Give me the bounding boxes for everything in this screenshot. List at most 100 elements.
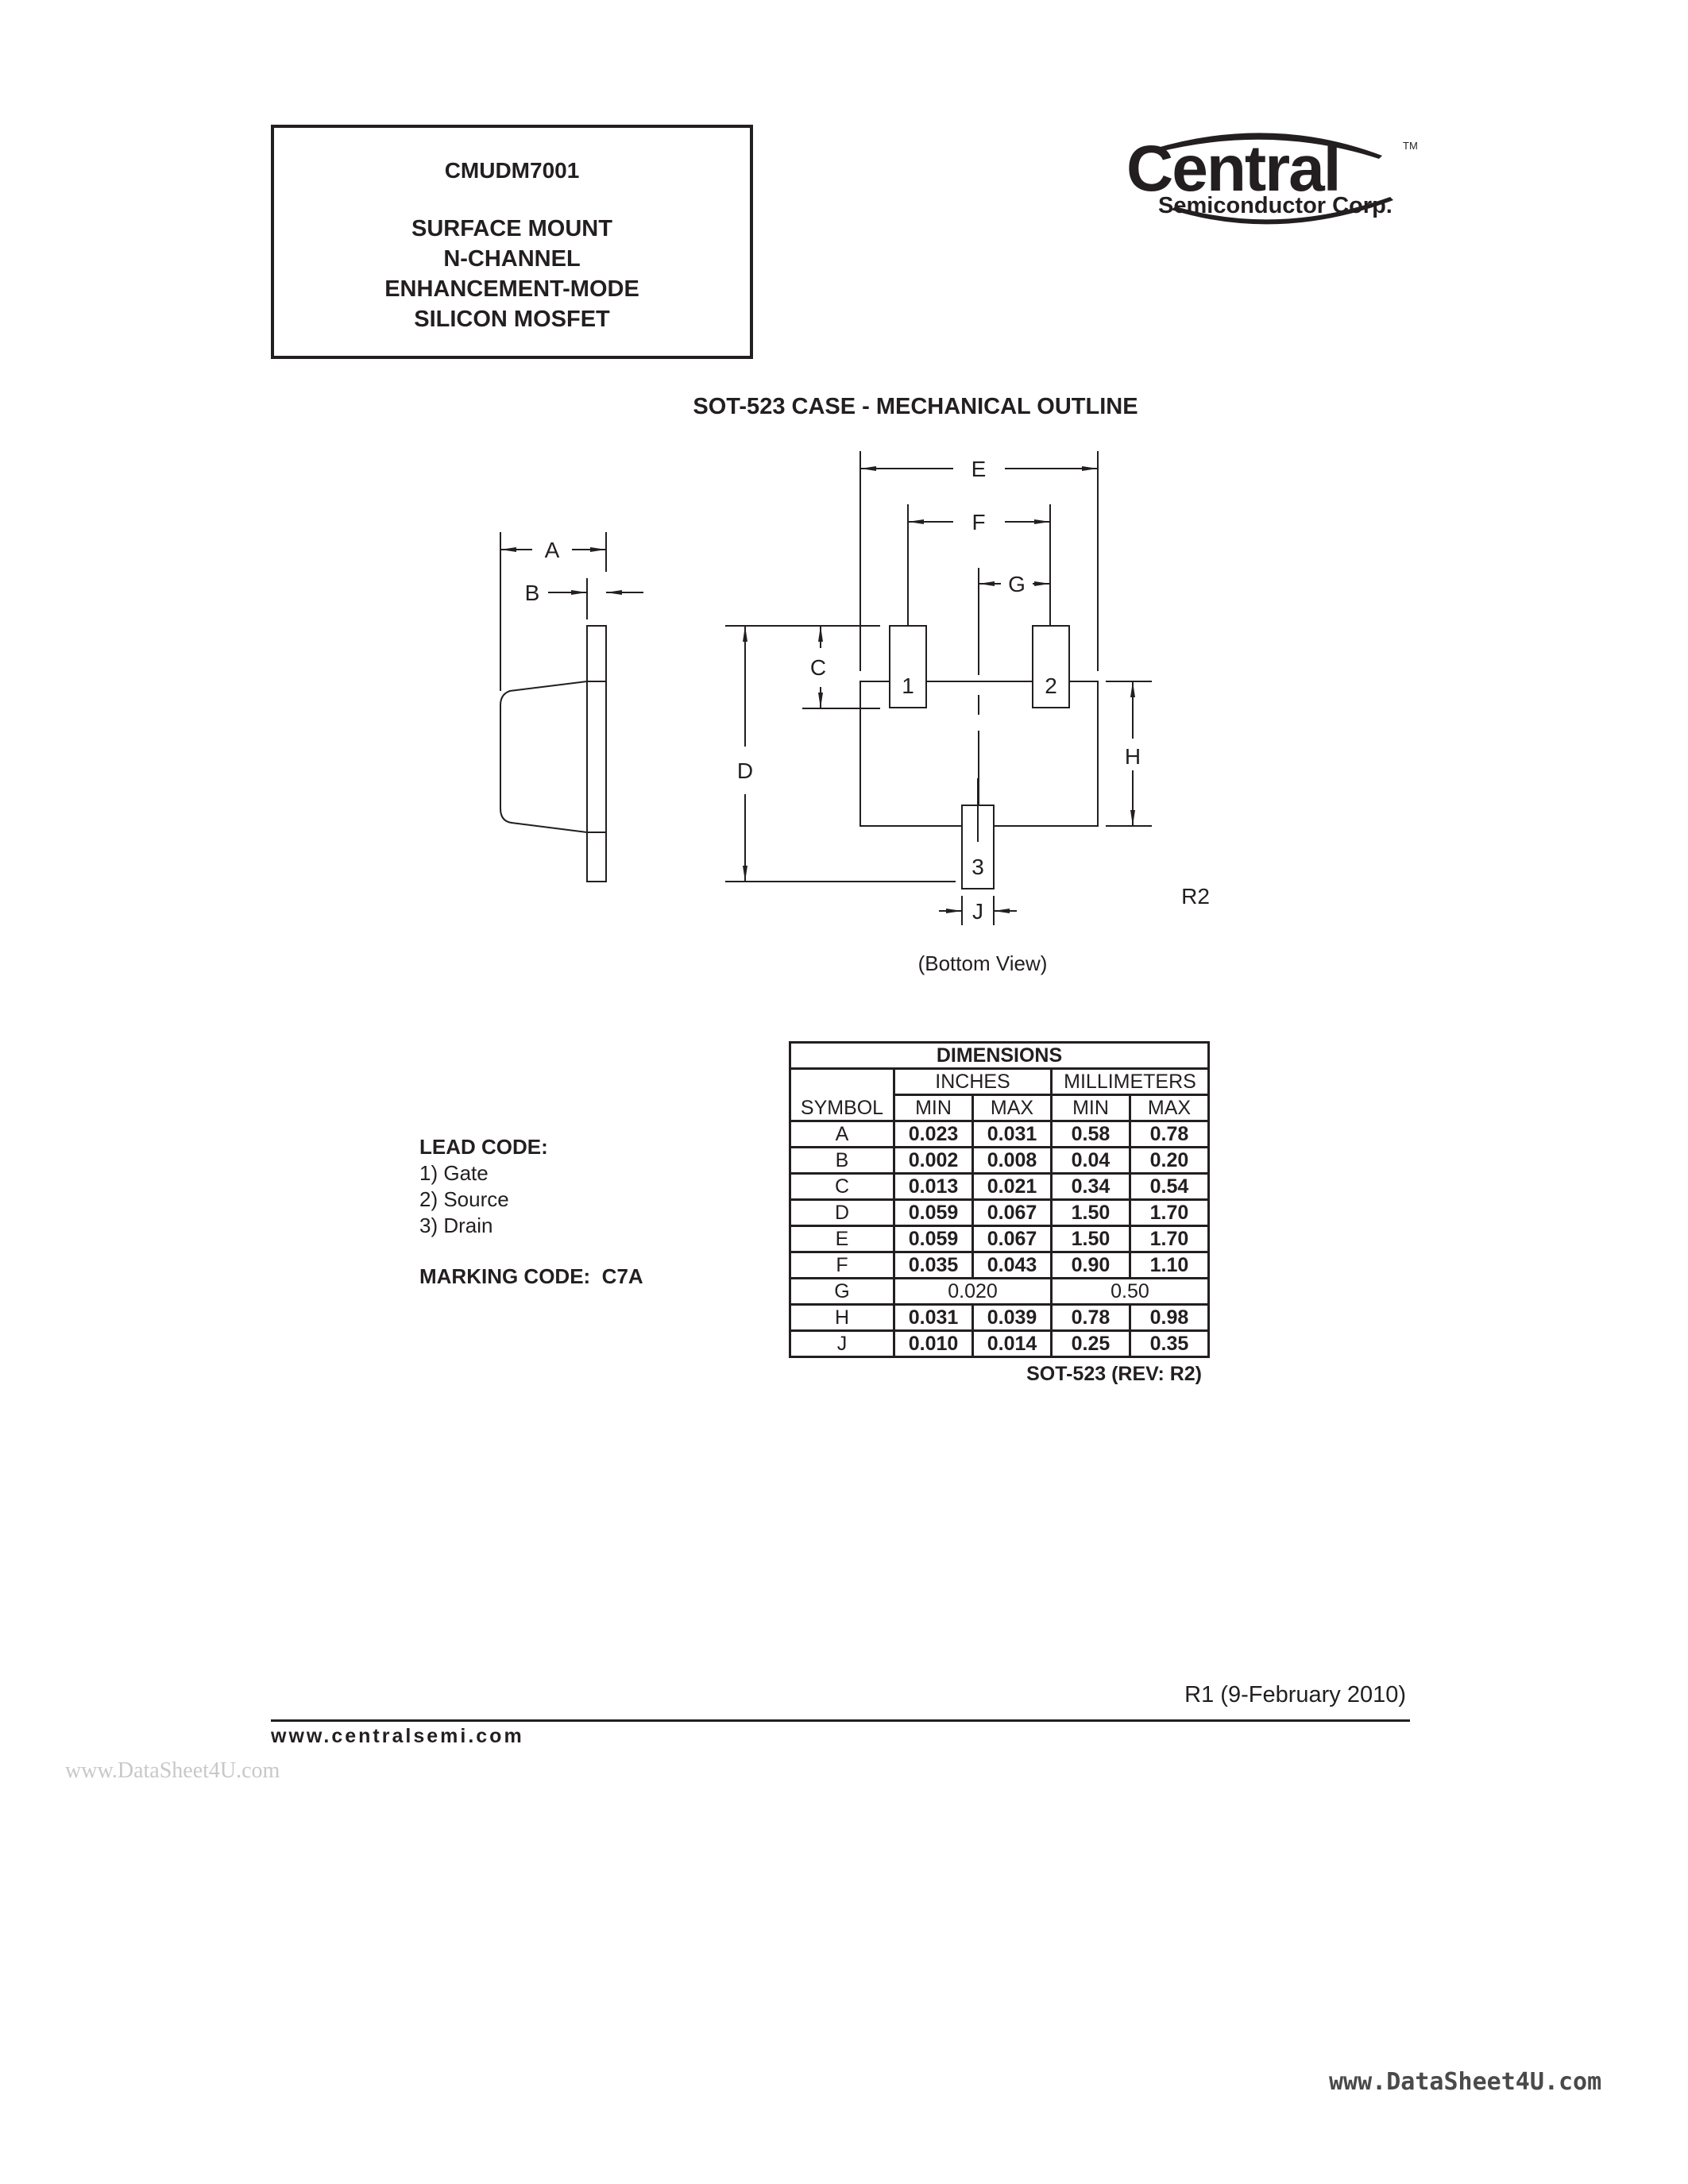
dim-label-c: C xyxy=(810,655,826,680)
footer-website-link[interactable]: www.centralsemi.com xyxy=(271,1725,524,1747)
dim-label-j: J xyxy=(972,899,983,924)
cell-symbol: H xyxy=(789,1303,895,1332)
cell-mm-max: 1.70 xyxy=(1129,1225,1210,1253)
description-line: N-CHANNEL xyxy=(443,246,581,272)
cell-in-min: 0.059 xyxy=(893,1198,974,1227)
cell-in-max: 0.021 xyxy=(971,1172,1053,1201)
view-caption: (Bottom View) xyxy=(918,951,1048,975)
section-heading: SOT-523 CASE - MECHANICAL OUTLINE xyxy=(693,394,1138,419)
marking-code-value: C7A xyxy=(601,1264,643,1288)
cell-in-min: 0.002 xyxy=(893,1146,974,1175)
table-row: D 0.059 0.067 1.50 1.70 xyxy=(789,1198,1210,1227)
table-row: J 0.010 0.014 0.25 0.35 xyxy=(789,1329,1210,1358)
description-line: SURFACE MOUNT xyxy=(411,216,612,241)
cell-mm-min: 0.90 xyxy=(1050,1251,1131,1279)
header-mm-min: MIN xyxy=(1050,1094,1131,1122)
watermark-right: www.DataSheet4U.com xyxy=(1329,2068,1602,2096)
cell-mm-max: 0.54 xyxy=(1129,1172,1210,1201)
cell-mm-min: 0.58 xyxy=(1050,1120,1131,1148)
cell-mm-max: 0.98 xyxy=(1129,1303,1210,1332)
cell-mm-max: 1.10 xyxy=(1129,1251,1210,1279)
cell-symbol: D xyxy=(789,1198,895,1227)
description-line: ENHANCEMENT-MODE xyxy=(384,276,639,302)
lead-code-heading: LEAD CODE: xyxy=(419,1135,548,1159)
cell-in-nominal: 0.020 xyxy=(893,1277,1053,1306)
dim-label-a: A xyxy=(545,538,560,562)
dim-label-d: D xyxy=(737,758,753,783)
cell-mm-max: 0.78 xyxy=(1129,1120,1210,1148)
table-row: B 0.002 0.008 0.04 0.20 xyxy=(789,1146,1210,1175)
table-row: E 0.059 0.067 1.50 1.70 xyxy=(789,1225,1210,1253)
header-in-min: MIN xyxy=(893,1094,974,1122)
central-semiconductor-logo: Central TM Semiconductor Corp. xyxy=(1120,118,1422,229)
cell-in-min: 0.031 xyxy=(893,1303,974,1332)
lead-item: 3) Drain xyxy=(419,1214,493,1237)
cell-in-min: 0.035 xyxy=(893,1251,974,1279)
dim-label-e: E xyxy=(971,457,987,481)
cell-symbol: B xyxy=(789,1146,895,1175)
cell-in-min: 0.023 xyxy=(893,1120,974,1148)
table-title: DIMENSIONS xyxy=(789,1041,1210,1070)
document-revision: R1 (9-February 2010) xyxy=(1184,1682,1406,1707)
cell-mm-min: 0.34 xyxy=(1050,1172,1131,1201)
description-line: SILICON MOSFET xyxy=(414,307,610,332)
part-description: SURFACE MOUNT N-CHANNEL ENHANCEMENT-MODE… xyxy=(274,214,750,334)
marking-code: MARKING CODE: C7A xyxy=(419,1264,643,1289)
marking-code-label: MARKING CODE: xyxy=(419,1264,591,1288)
title-box: CMUDM7001 SURFACE MOUNT N-CHANNEL ENHANC… xyxy=(271,125,753,359)
cell-symbol: C xyxy=(789,1172,895,1201)
cell-in-max: 0.014 xyxy=(971,1329,1053,1358)
watermark-left: www.DataSheet4U.com xyxy=(65,1758,280,1783)
table-row: A 0.023 0.031 0.58 0.78 xyxy=(789,1120,1210,1148)
table-row: C 0.013 0.021 0.34 0.54 xyxy=(789,1172,1210,1201)
cell-mm-min: 0.78 xyxy=(1050,1303,1131,1332)
cell-symbol: F xyxy=(789,1251,895,1279)
header-millimeters: MILLIMETERS xyxy=(1050,1067,1210,1096)
dim-label-f: F xyxy=(971,510,985,534)
cell-mm-min: 0.04 xyxy=(1050,1146,1131,1175)
cell-in-max: 0.067 xyxy=(971,1225,1053,1253)
cell-symbol: E xyxy=(789,1225,895,1253)
pin-label-2: 2 xyxy=(1045,673,1057,698)
lead-item: 2) Source xyxy=(419,1187,509,1211)
cell-in-min: 0.013 xyxy=(893,1172,974,1201)
dim-label-b: B xyxy=(525,581,540,605)
dimensions-table: DIMENSIONS SYMBOL INCHES MILLIMETERS MIN… xyxy=(789,1041,1210,1358)
cell-mm-max: 1.70 xyxy=(1129,1198,1210,1227)
footer-divider xyxy=(271,1719,1410,1722)
lead-code: LEAD CODE: 1) Gate 2) Source 3) Drain xyxy=(419,1134,548,1239)
cell-in-max: 0.067 xyxy=(971,1198,1053,1227)
dim-label-g: G xyxy=(1008,572,1026,596)
revision-mark: R2 xyxy=(1181,884,1210,909)
header-in-max: MAX xyxy=(971,1094,1053,1122)
cell-in-min: 0.010 xyxy=(893,1329,974,1358)
cell-mm-min: 1.50 xyxy=(1050,1225,1131,1253)
cell-mm-nominal: 0.50 xyxy=(1050,1277,1210,1306)
cell-in-max: 0.031 xyxy=(971,1120,1053,1148)
cell-mm-max: 0.20 xyxy=(1129,1146,1210,1175)
header-mm-max: MAX xyxy=(1129,1094,1210,1122)
pin-label-1: 1 xyxy=(902,673,914,698)
cell-symbol: A xyxy=(789,1120,895,1148)
cell-in-max: 0.008 xyxy=(971,1146,1053,1175)
dim-label-h: H xyxy=(1125,744,1141,769)
cell-in-max: 0.043 xyxy=(971,1251,1053,1279)
table-row: G 0.020 0.50 xyxy=(789,1277,1210,1306)
pin-label-3: 3 xyxy=(971,855,984,879)
table-row: H 0.031 0.039 0.78 0.98 xyxy=(789,1303,1210,1332)
header-symbol: SYMBOL xyxy=(789,1067,895,1122)
logo-tagline: Semiconductor Corp. xyxy=(1158,193,1393,218)
lead-item: 1) Gate xyxy=(419,1161,489,1185)
part-number: CMUDM7001 xyxy=(444,158,580,183)
logo-wordmark: Central xyxy=(1126,133,1340,205)
cell-symbol: G xyxy=(789,1277,895,1306)
trademark-mark: TM xyxy=(1403,140,1418,152)
cell-mm-min: 0.25 xyxy=(1050,1329,1131,1358)
side-view xyxy=(500,532,643,882)
cell-mm-max: 0.35 xyxy=(1129,1329,1210,1358)
cell-mm-min: 1.50 xyxy=(1050,1198,1131,1227)
table-note: SOT-523 (REV: R2) xyxy=(1026,1363,1202,1385)
cell-symbol: J xyxy=(789,1329,895,1358)
table-row: F 0.035 0.043 0.90 1.10 xyxy=(789,1251,1210,1279)
cell-in-min: 0.059 xyxy=(893,1225,974,1253)
